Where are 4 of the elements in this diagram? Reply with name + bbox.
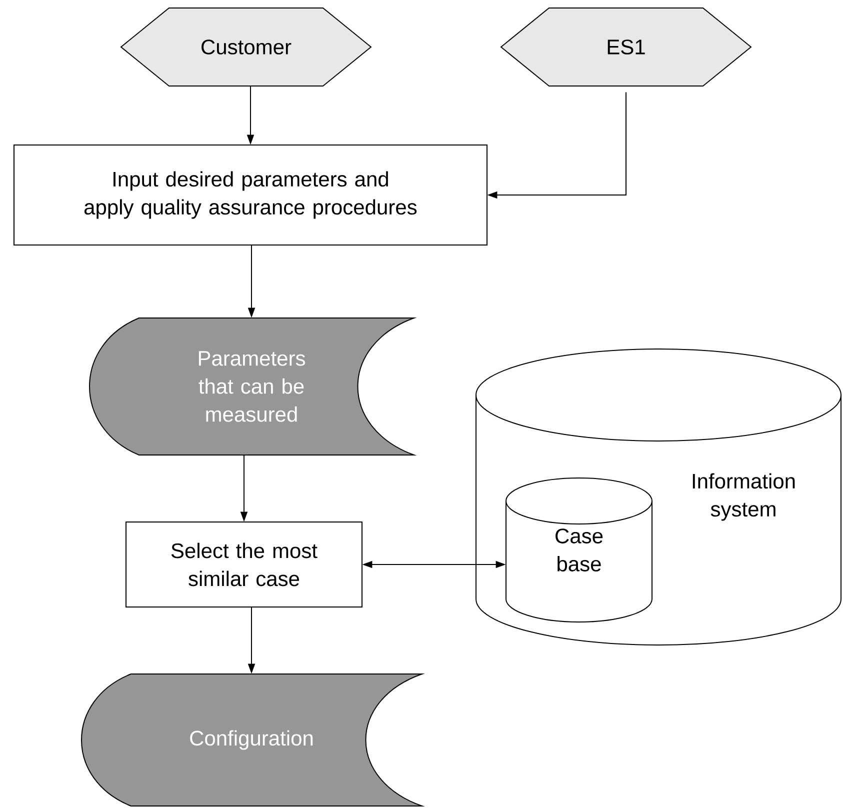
node-label: Information system bbox=[692, 473, 795, 521]
process-box: Select the most similar case bbox=[126, 522, 362, 608]
database-cylinder: Case base bbox=[506, 478, 652, 622]
process-box: Input desired parameters and apply quality assurance procedures bbox=[14, 144, 488, 246]
